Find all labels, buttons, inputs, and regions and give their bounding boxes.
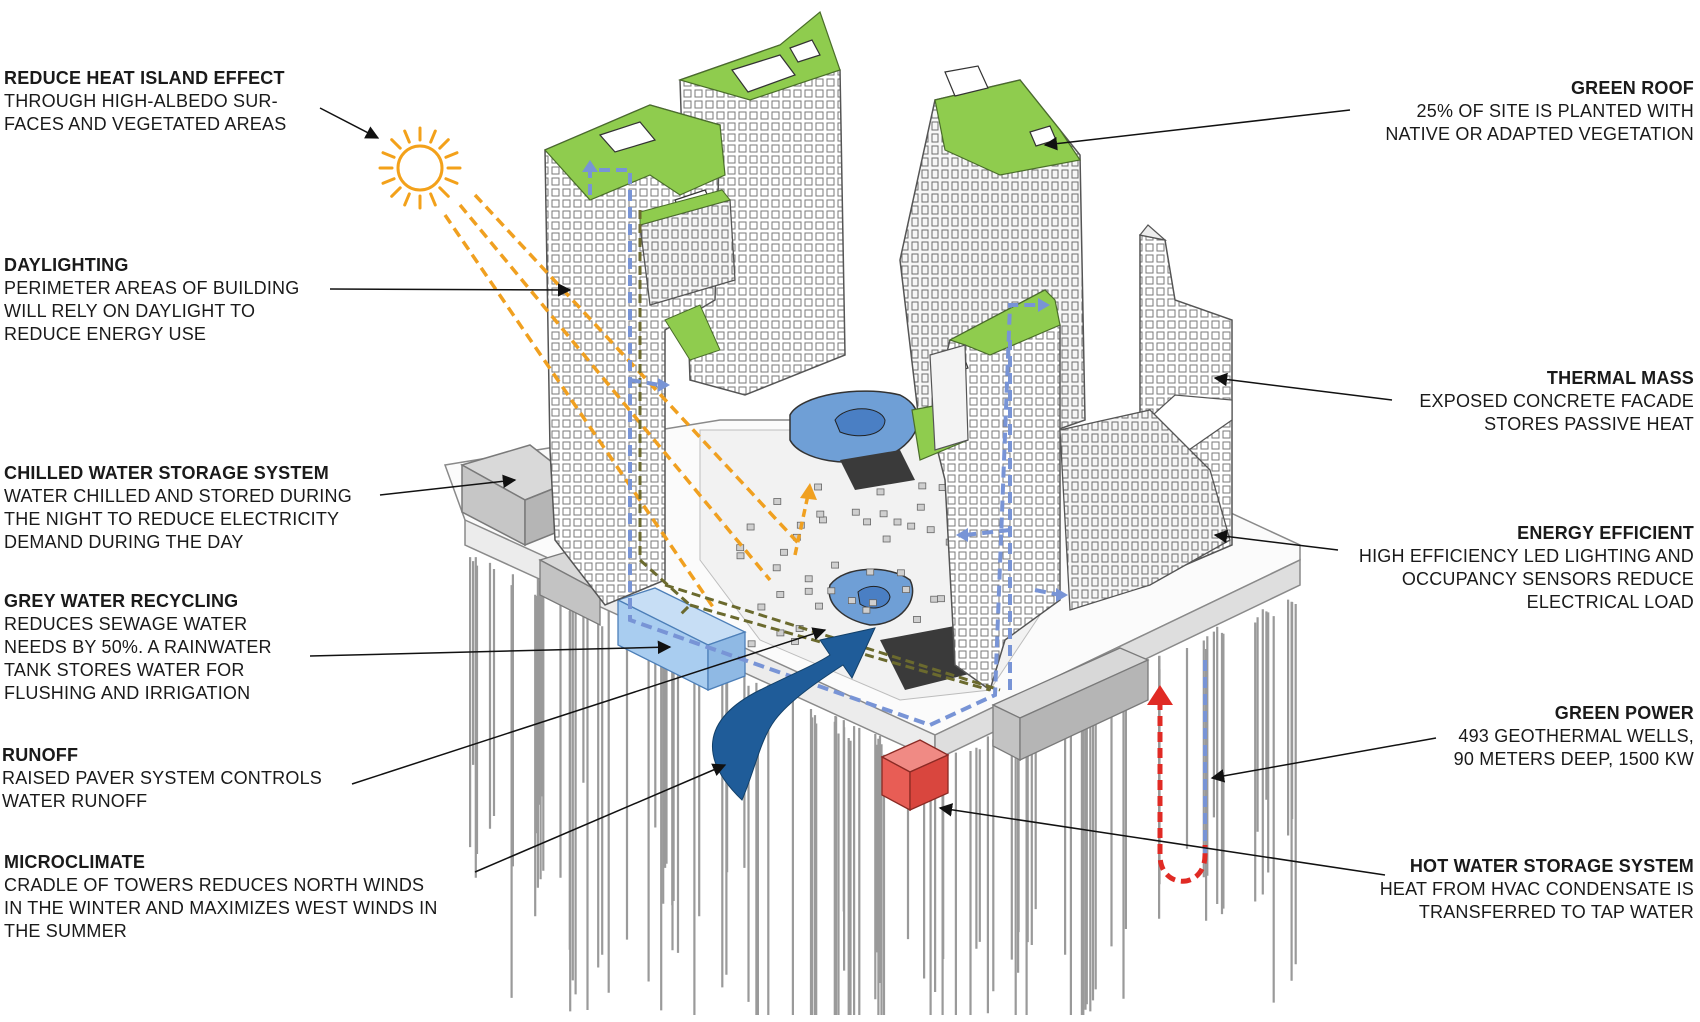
label-desc: PERIMETER AREAS OF BUILDING WILL RELY ON… [4, 278, 300, 344]
label-title: MICROCLIMATE [4, 852, 146, 872]
sun-ray [403, 192, 411, 207]
paver [862, 606, 871, 614]
paver [746, 523, 755, 531]
paver [918, 482, 927, 490]
label-chilled-water: CHILLED WATER STORAGE SYSTEM WATER CHILL… [4, 462, 352, 554]
paver [869, 599, 877, 607]
geothermal-piles [469, 557, 1297, 1015]
sun-ray [444, 151, 459, 159]
label-title: GREEN POWER [1554, 703, 1694, 723]
paver [930, 595, 939, 603]
label-energy-efficient: ENERGY EFFICIENT HIGH EFFICIENCY LED LIG… [1359, 522, 1694, 614]
paver [780, 548, 788, 556]
paver [907, 522, 916, 530]
sun-ray [403, 129, 411, 144]
label-runoff: RUNOFF RAISED PAVER SYSTEM CONTROLS WATE… [2, 744, 322, 813]
heat-arrow-icon [1147, 685, 1208, 884]
paver [827, 587, 836, 595]
sun-icon [378, 126, 462, 210]
paver [776, 591, 785, 598]
paver [819, 516, 827, 524]
sun-ray [381, 151, 396, 159]
label-desc: RAISED PAVER SYSTEM CONTROLS WATER RUNOF… [2, 768, 322, 811]
label-desc: HEAT FROM HVAC CONDENSATE IS TRANSFERRED… [1379, 879, 1694, 922]
leader-lines [309, 107, 1437, 876]
paver [757, 603, 766, 611]
paver [804, 587, 813, 595]
paver [747, 640, 756, 648]
label-title: REDUCE HEAT ISLAND EFFECT [4, 68, 285, 88]
paver [913, 616, 921, 623]
sun-ray [381, 177, 396, 185]
paver [815, 602, 823, 610]
paver [814, 483, 822, 491]
paver [776, 629, 785, 637]
paver [863, 518, 871, 526]
chilled-water-tank [460, 444, 577, 547]
label-title: GREEN ROOF [1570, 78, 1694, 98]
label-desc: WATER CHILLED AND STORED DURING THE NIGH… [4, 486, 352, 552]
paver [773, 498, 782, 505]
grey-box-right [991, 647, 1150, 762]
hot-water-tank [880, 739, 950, 812]
paver [897, 569, 905, 577]
paver [804, 575, 813, 583]
circulation-arrow-icon [588, 168, 1207, 860]
sun-ray [444, 177, 459, 185]
sun-ray [438, 138, 450, 150]
paver [876, 488, 885, 496]
paver [893, 518, 902, 526]
paver [831, 561, 839, 569]
label-title: THERMAL MASS [1546, 368, 1694, 388]
sun-ray [429, 192, 437, 207]
label-desc: HIGH EFFICIENCY LED LIGHTING AND OCCUPAN… [1358, 546, 1694, 612]
tower-front-right [911, 288, 1231, 692]
paver [772, 564, 781, 572]
label-desc: 493 GEOTHERMAL WELLS, 90 METERS DEEP, 15… [1453, 726, 1694, 769]
label-title: HOT WATER STORAGE SYSTEM [1409, 856, 1694, 876]
label-desc: 25% OF SITE IS PLANTED WITH NATIVE OR AD… [1385, 101, 1694, 144]
paver [851, 508, 860, 516]
label-thermal-mass: THERMAL MASS EXPOSED CONCRETE FACADE STO… [1419, 367, 1694, 436]
paver [916, 503, 925, 511]
label-microclimate: MICROCLIMATE CRADLE OF TOWERS REDUCES NO… [4, 851, 438, 943]
paver [882, 535, 891, 543]
reflected-light-arrow [793, 483, 817, 556]
paver [879, 510, 888, 518]
sun-ray [390, 186, 402, 198]
label-green-roof: GREEN ROOF 25% OF SITE IS PLANTED WITH N… [1385, 77, 1694, 146]
label-daylighting: DAYLIGHTING PERIMETER AREAS OF BUILDING … [4, 254, 299, 346]
label-desc: EXPOSED CONCRETE FACADE STORES PASSIVE H… [1419, 391, 1694, 434]
label-desc: THROUGH HIGH-ALBEDO SUR- FACES AND VEGET… [4, 91, 287, 134]
paver [736, 552, 745, 560]
sun-ray [429, 129, 437, 144]
paver [866, 568, 875, 576]
label-title: CHILLED WATER STORAGE SYSTEM [4, 463, 329, 483]
paver [902, 586, 910, 593]
sun-ray [438, 186, 450, 198]
paver [816, 510, 825, 518]
label-title: RUNOFF [2, 745, 79, 765]
label-green-power: GREEN POWER 493 GEOTHERMAL WELLS, 90 MET… [1454, 702, 1694, 771]
label-desc: CRADLE OF TOWERS REDUCES NORTH WINDS IN … [4, 875, 438, 941]
paver [926, 526, 935, 534]
label-title: DAYLIGHTING [4, 255, 129, 275]
label-hot-water: HOT WATER STORAGE SYSTEM HEAT FROM HVAC … [1380, 855, 1694, 924]
daylight-rays [443, 193, 802, 611]
paver [848, 597, 856, 604]
label-title: ENERGY EFFICIENT [1517, 523, 1694, 543]
sun-ray [390, 138, 402, 150]
paver [937, 595, 945, 603]
label-title: GREY WATER RECYCLING [4, 591, 239, 611]
label-reduce-heat-island: REDUCE HEAT ISLAND EFFECT THROUGH HIGH-A… [4, 67, 286, 136]
label-desc: REDUCES SEWAGE WATER NEEDS BY 50%. A RAI… [4, 614, 272, 703]
label-grey-water: GREY WATER RECYCLING REDUCES SEWAGE WATE… [4, 590, 272, 705]
